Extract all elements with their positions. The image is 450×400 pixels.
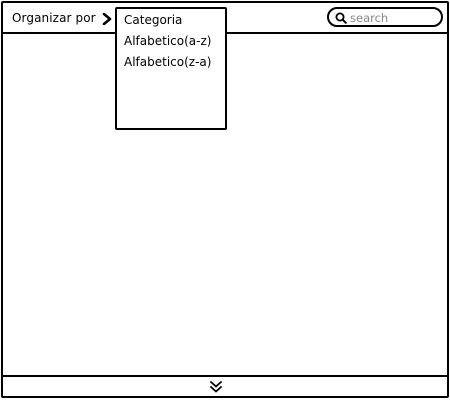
search-input[interactable] [350, 10, 436, 25]
chevron-right-icon[interactable] [102, 13, 112, 25]
sort-dropdown-menu: Categoria Alfabetico(a-z) Alfabetico(z-a… [115, 7, 227, 130]
footer-bar [3, 375, 447, 397]
double-chevron-down-icon[interactable] [209, 380, 223, 394]
search-box[interactable] [327, 7, 443, 27]
sort-option-alphabetical-asc[interactable]: Alfabetico(a-z) [124, 34, 212, 48]
sort-option-categoria[interactable]: Categoria [124, 13, 183, 27]
sort-label[interactable]: Organizar por [12, 11, 96, 25]
sort-option-alphabetical-desc[interactable]: Alfabetico(z-a) [124, 55, 212, 69]
search-icon[interactable] [335, 12, 347, 24]
